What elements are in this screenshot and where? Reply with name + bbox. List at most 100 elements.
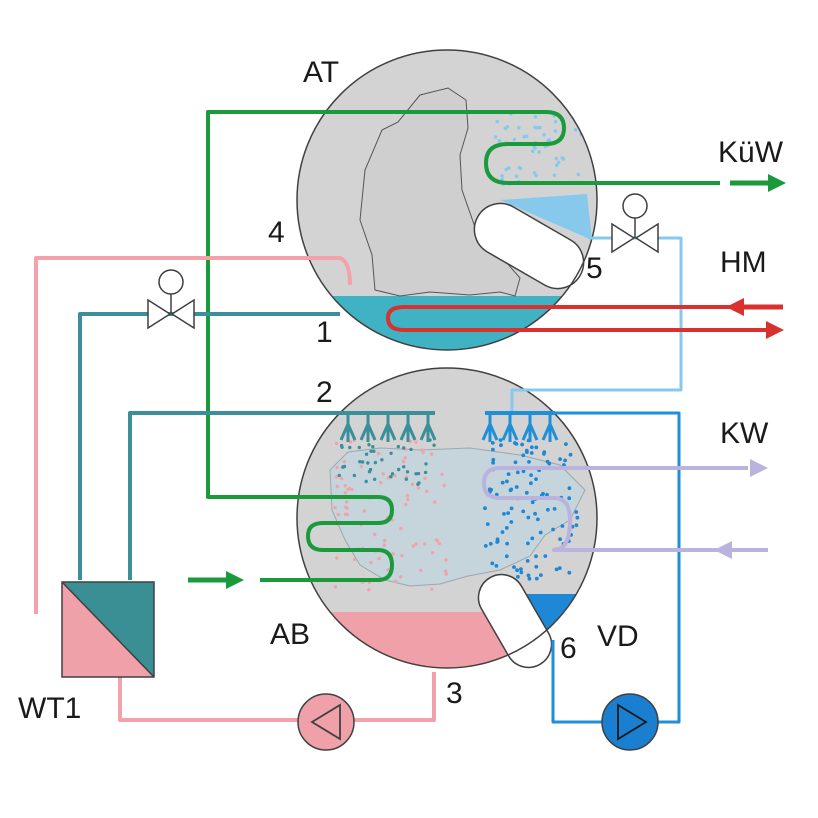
hm-in-arrow	[726, 298, 783, 316]
droplet	[423, 470, 428, 475]
droplet	[515, 470, 520, 475]
droplet	[533, 511, 537, 516]
droplet	[430, 551, 435, 555]
spray-nozzle	[501, 413, 519, 442]
droplet	[567, 570, 572, 575]
green-inlet-arrow	[188, 571, 244, 589]
droplet	[348, 487, 352, 491]
droplet	[505, 125, 510, 129]
droplet	[371, 445, 375, 449]
droplet	[341, 465, 345, 469]
label-ab: AB	[270, 618, 310, 651]
droplet	[369, 560, 373, 565]
droplet	[546, 507, 550, 512]
absorption-cloud	[329, 447, 586, 587]
droplet	[423, 542, 427, 546]
droplet	[434, 538, 439, 542]
droplet	[512, 565, 516, 569]
droplet	[514, 174, 519, 179]
droplet	[442, 483, 446, 488]
droplet	[377, 556, 381, 561]
chilled-water-line	[482, 466, 768, 552]
droplet	[509, 487, 514, 492]
label-hm: HM	[720, 246, 767, 279]
desorber-vessel	[296, 49, 598, 351]
label-5: 5	[586, 252, 603, 285]
spray-nozzle	[399, 413, 417, 442]
droplet	[525, 450, 529, 454]
droplet	[336, 512, 340, 517]
spray-nozzle	[541, 413, 559, 442]
droplet	[366, 461, 370, 465]
droplet	[372, 449, 376, 453]
kuew-arrow	[730, 174, 786, 192]
droplet	[362, 509, 366, 513]
droplet	[542, 452, 546, 456]
droplet	[404, 477, 408, 481]
droplet	[352, 473, 357, 478]
refrigerant-pipe	[477, 573, 553, 669]
rich-solution-line	[78, 312, 340, 580]
droplet	[542, 133, 546, 137]
spray-nozzle	[481, 413, 499, 442]
droplet	[343, 484, 347, 488]
rich-solution-spray-line	[128, 411, 430, 580]
spray-nozzle	[521, 413, 539, 442]
droplet	[348, 445, 352, 450]
droplet	[563, 458, 567, 463]
droplet	[404, 503, 408, 507]
label-at: AT	[303, 56, 339, 89]
solution-spray-nozzles	[339, 411, 437, 442]
droplet	[547, 138, 552, 142]
droplet	[423, 476, 427, 480]
droplet	[367, 443, 371, 447]
droplet	[530, 500, 535, 505]
droplet	[567, 496, 572, 501]
droplet	[409, 447, 413, 452]
droplet	[574, 510, 579, 514]
droplet	[369, 449, 373, 453]
droplet	[444, 572, 448, 576]
droplet	[530, 536, 535, 541]
droplet	[538, 530, 543, 535]
droplet	[339, 443, 344, 448]
kw-in-arrow	[714, 541, 732, 559]
droplet	[396, 444, 400, 449]
droplet	[532, 145, 537, 149]
droplet	[400, 553, 404, 558]
droplet	[517, 126, 521, 130]
expansion-valve-right	[611, 193, 659, 254]
droplet	[519, 570, 524, 575]
droplet	[562, 463, 566, 467]
droplet	[535, 125, 540, 130]
droplet	[373, 532, 377, 537]
droplet	[505, 479, 509, 484]
label-4: 4	[268, 216, 285, 249]
pipe-network	[34, 110, 783, 724]
droplet	[534, 554, 538, 559]
droplet	[342, 459, 347, 464]
droplet	[357, 445, 361, 450]
droplet	[547, 461, 552, 466]
droplet	[380, 458, 384, 462]
droplet	[552, 173, 557, 177]
spray-nozzle	[359, 413, 377, 442]
label-1: 1	[316, 316, 333, 349]
droplet	[497, 139, 502, 143]
droplet	[424, 462, 428, 466]
droplet	[335, 484, 339, 489]
droplet	[348, 440, 353, 444]
droplet	[500, 174, 504, 178]
label-3: 3	[446, 677, 463, 710]
droplet	[553, 129, 558, 133]
droplet	[521, 453, 526, 458]
droplet	[558, 457, 562, 461]
droplet	[568, 452, 573, 457]
droplet	[554, 163, 559, 168]
droplet	[490, 441, 495, 445]
heating-medium-line	[386, 305, 783, 332]
droplet	[367, 588, 371, 592]
droplet	[564, 442, 568, 446]
droplet	[536, 517, 540, 522]
